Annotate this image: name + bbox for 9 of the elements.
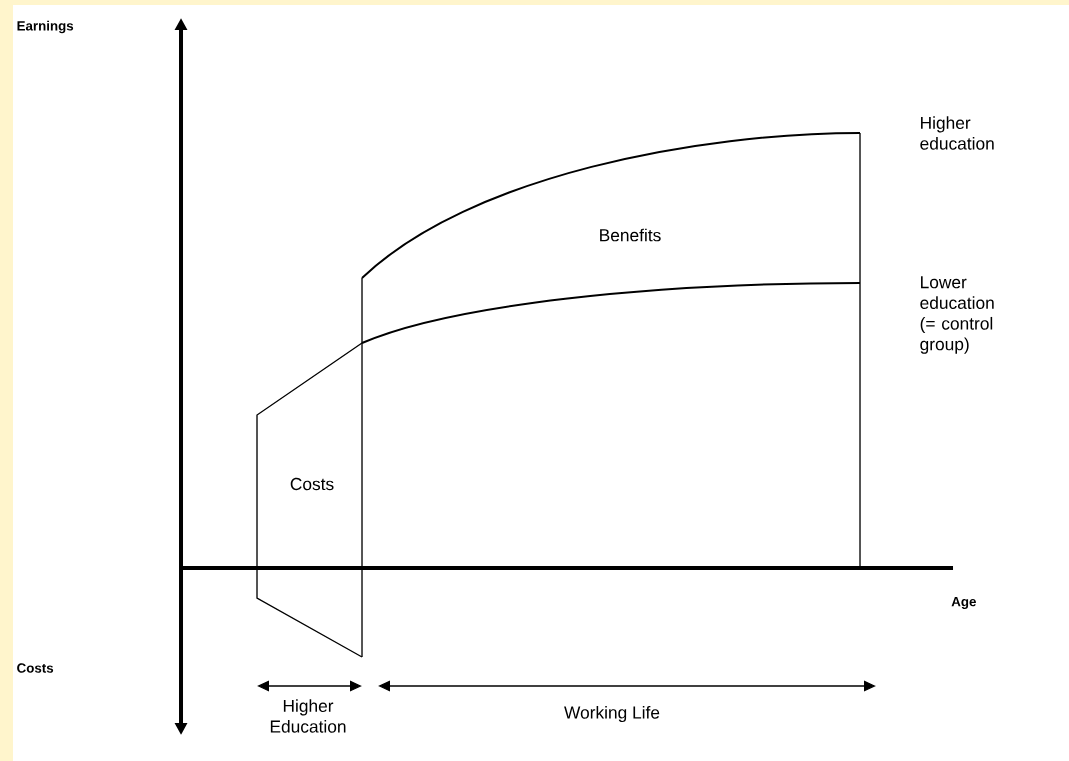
region-label: Costs (290, 477, 334, 491)
axis-label: Costs (17, 663, 54, 673)
curve-label: Higher education (920, 116, 994, 150)
curve-label: Lower education (= control group) (920, 276, 994, 354)
dimension-label: Working Life (564, 705, 660, 723)
region-label: Benefits (600, 228, 661, 242)
axis-label: Age (951, 597, 976, 609)
axis-label: Earnings (17, 20, 74, 34)
dimension-label: Higher Education (270, 699, 346, 733)
